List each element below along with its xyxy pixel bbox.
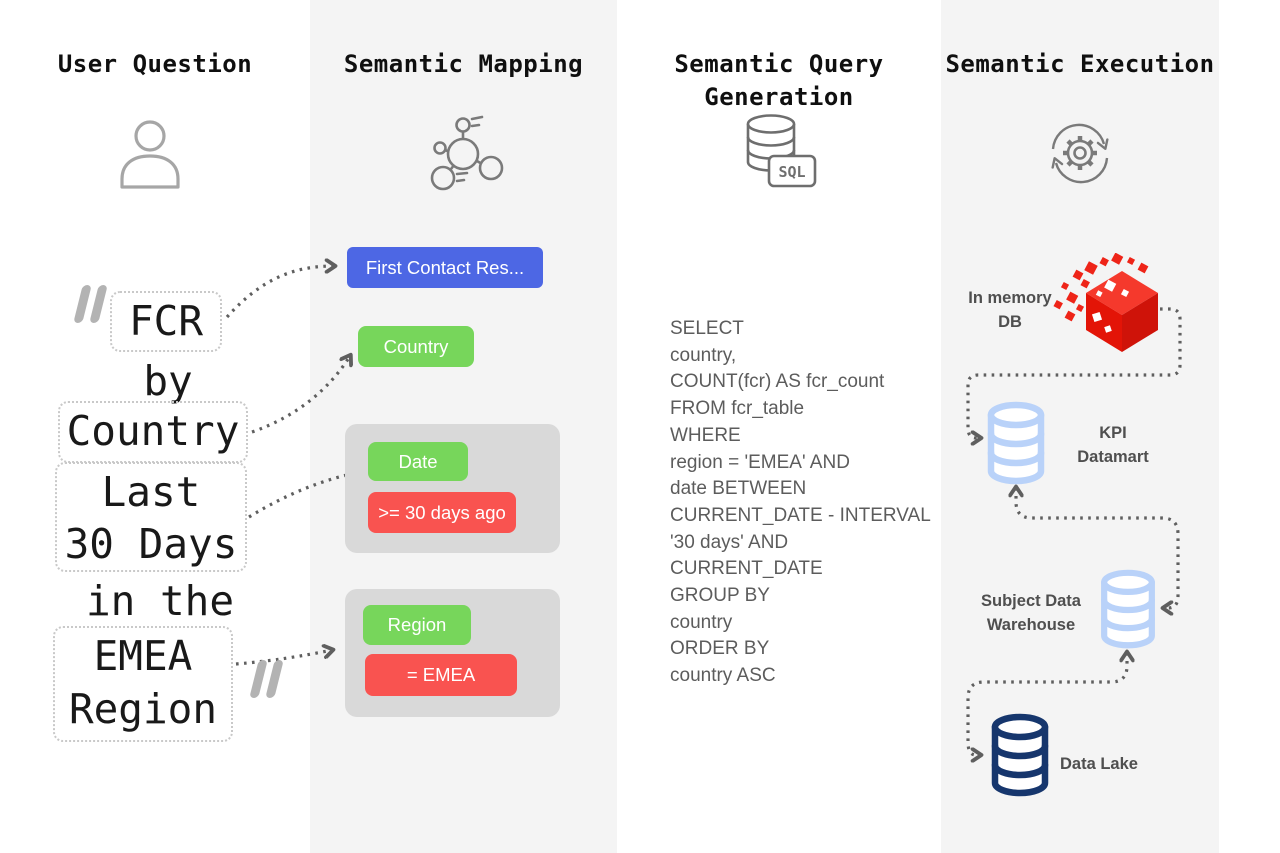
database-icon-data-lake	[991, 713, 1049, 797]
field-badge-region: Region	[363, 605, 471, 645]
semantic-mapping-title: Semantic Mapping	[343, 50, 584, 78]
field-badge-date: Date	[368, 442, 468, 481]
dimension-badge-country: Country	[358, 326, 474, 367]
question-term-last-30-days: Last 30 Days	[55, 462, 247, 572]
question-word-by: by	[143, 357, 193, 405]
metric-badge: First Contact Res...	[347, 247, 543, 288]
connector-emea-to-region	[235, 650, 332, 666]
database-icon-subject-warehouse	[1101, 569, 1155, 649]
sql-database-icon: SQL	[746, 114, 817, 188]
question-term-fcr: FCR	[110, 291, 222, 352]
connector-country-to-dimension	[251, 356, 350, 434]
filter-badge-emea: = EMEA	[365, 654, 517, 696]
user-question-title: User Question	[57, 50, 253, 78]
question-term-country: Country	[58, 401, 248, 463]
semantic-query-generation-title: Semantic Query Generation	[674, 50, 884, 111]
data-lake-label: Data Lake	[1060, 755, 1138, 773]
generated-sql-query: SELECT country, COUNT(fcr) AS fcr_count …	[670, 318, 931, 687]
cycle-gear-icon	[1051, 123, 1109, 184]
connector-warehouse-to-datalake	[966, 653, 1127, 755]
question-term-emea-region: EMEA Region	[53, 626, 233, 742]
subject-data-warehouse-label: Subject Data Warehouse	[981, 592, 1081, 634]
sql-icon-label: SQL	[778, 163, 805, 181]
in-memory-cube-icon	[1053, 253, 1158, 352]
database-icon-kpi-datamart	[987, 401, 1045, 485]
question-words-in-the: in the	[85, 577, 235, 625]
connector-last30days-to-date	[248, 472, 360, 519]
filter-badge-30-days: >= 30 days ago	[368, 492, 516, 533]
connector-cube-to-kpi	[966, 307, 1182, 438]
graph-nodes-icon	[430, 115, 504, 191]
connector-fcr-to-metric	[225, 266, 334, 319]
kpi-datamart-label: KPI Datamart	[1077, 424, 1149, 466]
connector-kpi-to-warehouse	[1016, 488, 1180, 608]
in-memory-db-label: In memory DB	[968, 289, 1052, 331]
semantic-execution-title: Semantic Execution	[945, 50, 1215, 78]
person-icon	[120, 120, 180, 189]
